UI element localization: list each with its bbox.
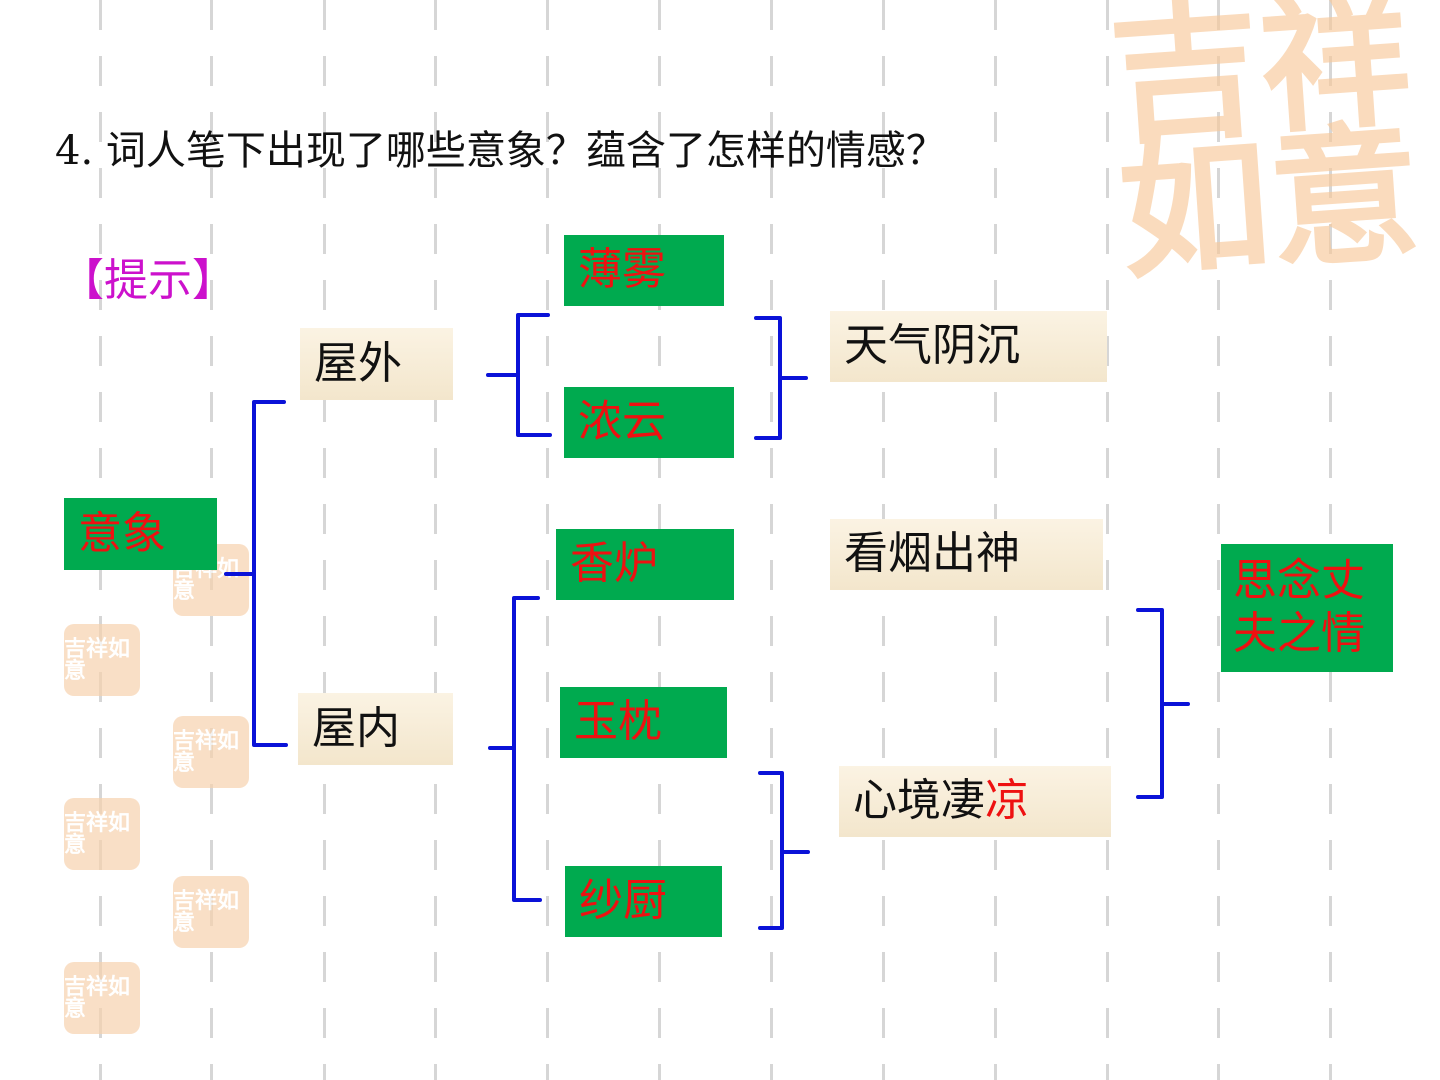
node-inside: 屋内 — [298, 693, 453, 765]
outside-closing-bracket — [754, 316, 808, 440]
node-conclusion: 思念丈夫之情 — [1221, 544, 1393, 672]
root-bracket — [224, 400, 288, 747]
seal-decoration: 吉祥如意 — [64, 624, 140, 696]
node-jade-pillow: 玉枕 — [560, 687, 727, 758]
node-weather-gloomy: 天气阴沉 — [830, 311, 1107, 382]
node-clouds: 浓云 — [564, 387, 734, 458]
node-root-imagery: 意象 — [64, 498, 217, 570]
conclusion-text: 思念丈夫之情 — [1233, 555, 1365, 659]
seal-decoration: 吉祥如意 — [64, 798, 140, 870]
node-desolate-mood: 心境凄凉 — [839, 766, 1111, 837]
inside-bracket — [488, 596, 542, 902]
outside-bracket — [486, 313, 552, 437]
seal-decoration: 吉祥如意 — [173, 876, 249, 948]
conclusion-bracket — [1136, 608, 1190, 799]
mood-highlight: 凉 — [985, 775, 1029, 827]
hint-label: 【提示】 — [60, 255, 236, 306]
node-gauze-screen: 纱厨 — [565, 866, 722, 937]
question-title: 4. 词人笔下出现了哪些意象？蕴含了怎样的情感？ — [55, 128, 946, 174]
inside-closing-bracket — [758, 771, 810, 930]
node-gazing-at-smoke: 看烟出神 — [830, 519, 1103, 590]
node-mist: 薄雾 — [564, 235, 724, 306]
seal-decoration: 吉祥如意 — [64, 962, 140, 1034]
seal-decoration: 吉祥如意 — [173, 716, 249, 788]
node-incense-burner: 香炉 — [556, 529, 734, 600]
node-outside: 屋外 — [300, 328, 453, 400]
mood-text: 心境凄 — [853, 775, 985, 827]
